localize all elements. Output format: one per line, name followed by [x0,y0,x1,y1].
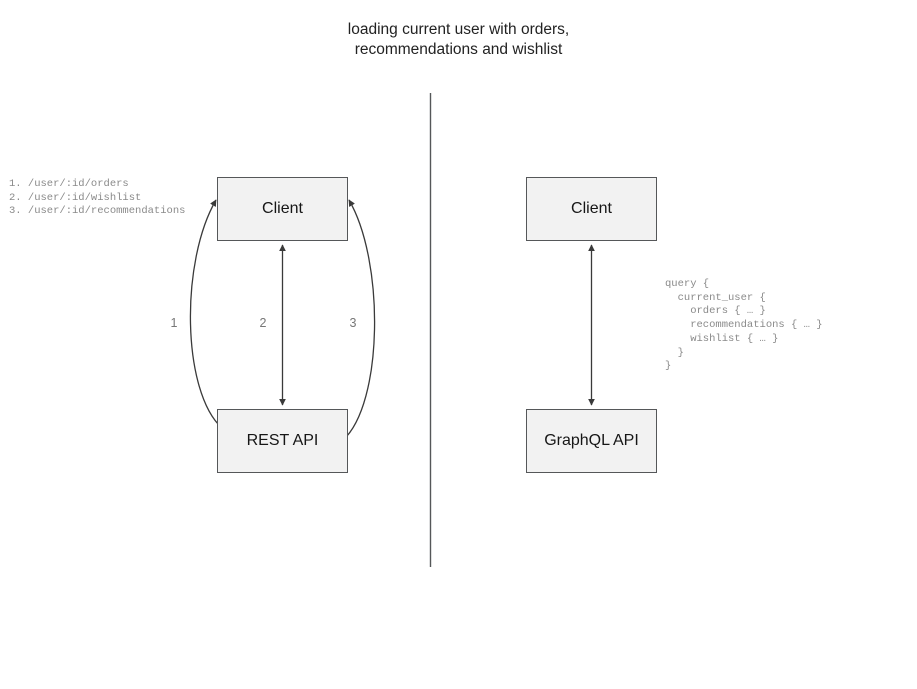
node-client-graphql[interactable]: Client [526,177,657,241]
node-rest-api[interactable]: REST API [217,409,348,473]
edge-number-1: 1 [170,316,178,330]
node-label: REST API [246,432,319,449]
node-client-rest[interactable]: Client [217,177,348,241]
node-graphql-api[interactable]: GraphQL API [526,409,657,473]
node-label: Client [571,200,612,217]
rest-endpoint-list: 1. /user/:id/orders 2. /user/:id/wishlis… [9,178,186,218]
node-label: GraphQL API [544,432,639,449]
node-label: Client [262,200,303,217]
edge-number-2: 2 [259,316,267,330]
edge-number-3: 3 [349,316,357,330]
page-title: loading current user with orders, recomm… [347,21,570,58]
graphql-query-block: query { current_user { orders { … } reco… [665,278,823,373]
edge-1-curve [189,199,223,429]
edge-3-curve [342,199,376,441]
